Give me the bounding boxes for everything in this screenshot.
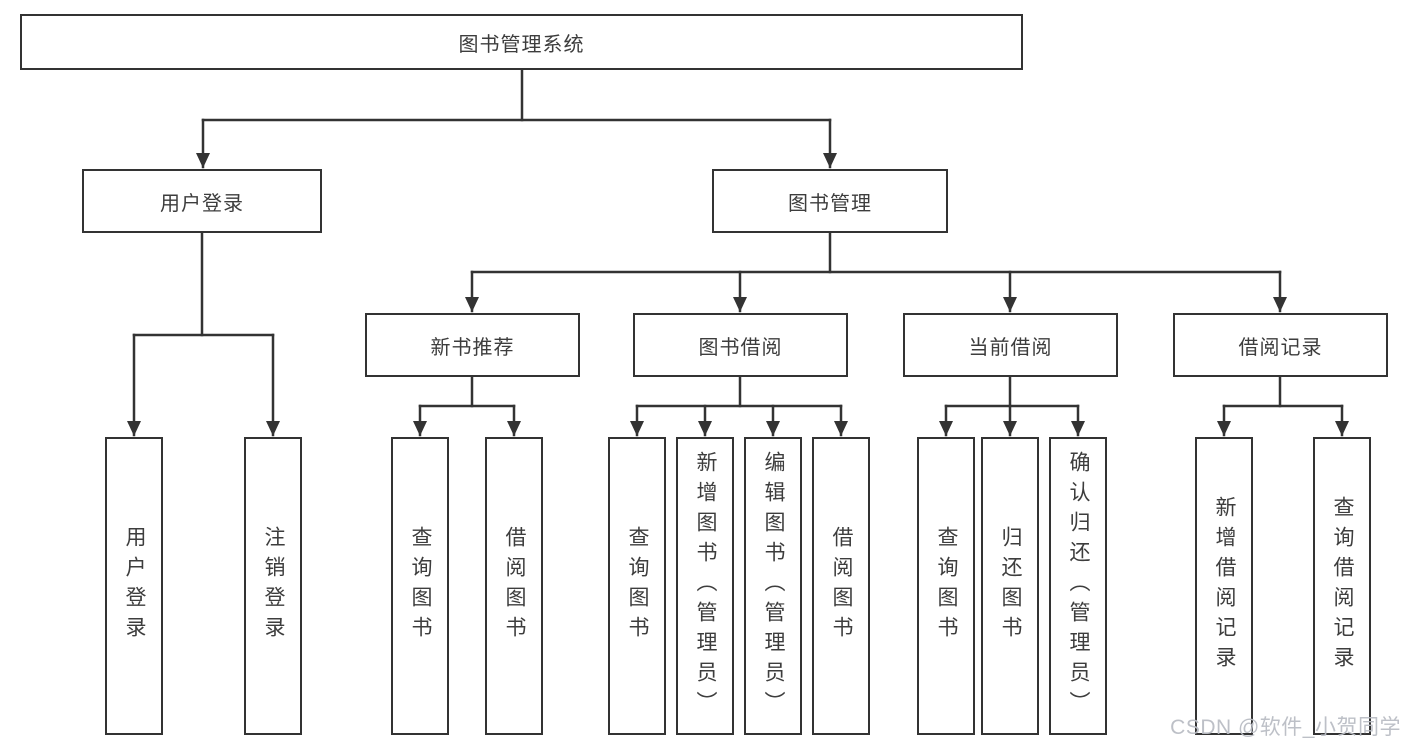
node-label: 用户登录 [160,192,244,215]
node-book-borrowing: 图书借阅 [633,313,848,377]
node-label: 新书推荐 [430,336,515,359]
node-label: 用户登录 [123,526,146,646]
node-new-book-recommend: 新书推荐 [365,313,580,377]
node-label: 查询图书 [626,526,649,646]
node-label: 确认归还（管理员） [1067,451,1090,721]
node-user-login-group: 用户登录 [82,169,322,233]
node-label: 编辑图书（管理员） [762,451,785,721]
node-label: 借阅记录 [1238,336,1323,359]
node-label: 图书借阅 [698,336,783,359]
node-label: 当前借阅 [968,336,1053,359]
node-label: 图书管理系统 [458,33,585,56]
node-label: 查询图书 [935,526,958,646]
node-label: 图书管理 [788,192,872,215]
node-add-books-admin: 新增图书（管理员） [676,437,734,735]
node-borrowing-borrow-books: 借阅图书 [812,437,870,735]
node-current-query-books: 查询图书 [917,437,975,735]
node-book-management: 图书管理 [712,169,948,233]
node-add-borrow-record: 新增借阅记录 [1195,437,1253,735]
node-label: 新增图书（管理员） [694,451,717,721]
node-user-login: 用户登录 [105,437,163,735]
node-query-borrow-record: 查询借阅记录 [1313,437,1371,735]
node-return-books: 归还图书 [981,437,1039,735]
node-label: 借阅图书 [503,526,526,646]
node-current-borrowing: 当前借阅 [903,313,1118,377]
node-label: 查询图书 [409,526,432,646]
node-edit-books-admin: 编辑图书（管理员） [744,437,802,735]
node-label: 注销登录 [262,526,285,646]
node-borrowing-query-books: 查询图书 [608,437,666,735]
node-borrowing-records: 借阅记录 [1173,313,1388,377]
node-recommend-query-books: 查询图书 [391,437,449,735]
node-logout: 注销登录 [244,437,302,735]
node-library-management-system: 图书管理系统 [20,14,1023,70]
node-recommend-borrow-books: 借阅图书 [485,437,543,735]
node-label: 借阅图书 [830,526,853,646]
node-confirm-return-admin: 确认归还（管理员） [1049,437,1107,735]
node-label: 查询借阅记录 [1331,496,1354,676]
node-label: 归还图书 [999,526,1022,646]
node-label: 新增借阅记录 [1213,496,1236,676]
